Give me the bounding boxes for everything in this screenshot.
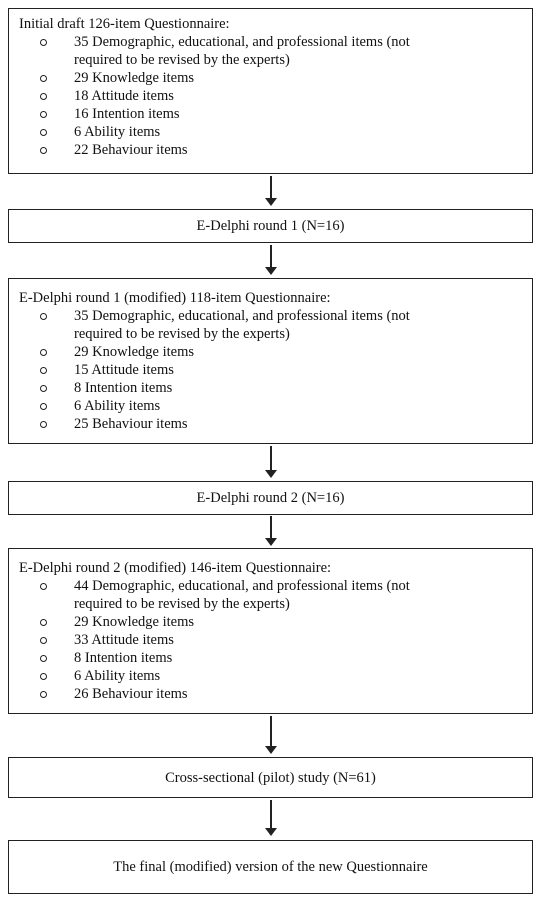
- list-item: 44 Demographic, educational, and profess…: [19, 577, 524, 613]
- bullet-icon: [40, 673, 47, 680]
- list-item: 33 Attitude items: [19, 631, 524, 649]
- bullet-icon: [40, 129, 47, 136]
- bullet-icon: [40, 385, 47, 392]
- bullet-icon: [40, 637, 47, 644]
- list-item: 15 Attitude items: [19, 361, 524, 379]
- list-item: 29 Knowledge items: [19, 613, 524, 631]
- box-title: E-Delphi round 1 (modified) 118-item Que…: [19, 290, 331, 306]
- down-arrow-icon: [265, 716, 277, 754]
- list-item: 25 Behaviour items: [19, 415, 524, 433]
- box-label: E-Delphi round 2 (N=16): [196, 490, 345, 506]
- list-item: 18 Attitude items: [19, 87, 524, 105]
- list-item: 22 Behaviour items: [19, 141, 524, 159]
- bullet-icon: [40, 619, 47, 626]
- list-item: 26 Behaviour items: [19, 685, 524, 703]
- list-item: 8 Intention items: [19, 649, 524, 667]
- bullet-icon: [40, 655, 47, 662]
- down-arrow-icon: [265, 446, 277, 478]
- down-arrow-icon: [265, 176, 277, 206]
- item-list: 44 Demographic, educational, and profess…: [19, 577, 524, 703]
- bullet-icon: [40, 421, 47, 428]
- list-item: 16 Intention items: [19, 105, 524, 123]
- down-arrow-icon: [265, 800, 277, 836]
- initial-draft-box: Initial draft 126-item Questionnaire: 35…: [8, 8, 533, 174]
- final-version-box: The final (modified) version of the new …: [8, 840, 533, 894]
- list-item: 29 Knowledge items: [19, 343, 524, 361]
- bullet-icon: [40, 583, 47, 590]
- list-item: 29 Knowledge items: [19, 69, 524, 87]
- box-label: The final (modified) version of the new …: [113, 859, 428, 875]
- bullet-icon: [40, 93, 47, 100]
- bullet-icon: [40, 691, 47, 698]
- bullet-icon: [40, 75, 47, 82]
- bullet-icon: [40, 39, 47, 46]
- box-label: Cross-sectional (pilot) study (N=61): [165, 769, 376, 786]
- list-item: 35 Demographic, educational, and profess…: [19, 33, 524, 69]
- box-title: Initial draft 126-item Questionnaire:: [19, 16, 230, 32]
- delphi-round-1-box: E-Delphi round 1 (N=16): [8, 209, 533, 243]
- bullet-icon: [40, 403, 47, 410]
- box-title: E-Delphi round 2 (modified) 146-item Que…: [19, 560, 332, 576]
- bullet-icon: [40, 147, 47, 154]
- delphi-round-2-box: E-Delphi round 2 (N=16): [8, 481, 533, 515]
- down-arrow-icon: [265, 245, 277, 275]
- bullet-icon: [40, 313, 47, 320]
- item-list: 35 Demographic, educational, and profess…: [19, 33, 524, 159]
- round-2-modified-box: E-Delphi round 2 (modified) 146-item Que…: [8, 548, 533, 714]
- bullet-icon: [40, 111, 47, 118]
- list-item: 6 Ability items: [19, 397, 524, 415]
- down-arrow-icon: [265, 516, 277, 546]
- list-item: 6 Ability items: [19, 123, 524, 141]
- pilot-study-box: Cross-sectional (pilot) study (N=61): [8, 757, 533, 798]
- list-item: 8 Intention items: [19, 379, 524, 397]
- list-item: 6 Ability items: [19, 667, 524, 685]
- item-list: 35 Demographic, educational, and profess…: [19, 307, 524, 433]
- bullet-icon: [40, 349, 47, 356]
- round-1-modified-box: E-Delphi round 1 (modified) 118-item Que…: [8, 278, 533, 444]
- list-item: 35 Demographic, educational, and profess…: [19, 307, 524, 343]
- bullet-icon: [40, 367, 47, 374]
- box-label: E-Delphi round 1 (N=16): [196, 218, 345, 234]
